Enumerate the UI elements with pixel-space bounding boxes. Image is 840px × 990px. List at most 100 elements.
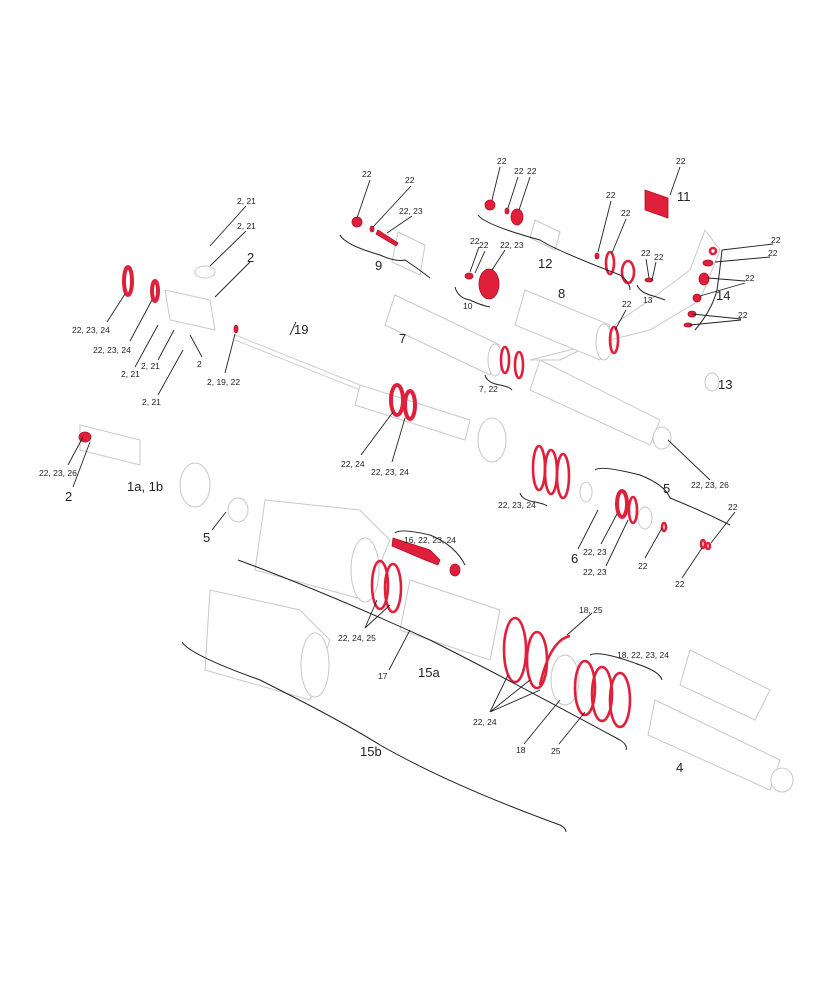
piston-5 <box>637 506 653 530</box>
seal-18a <box>573 659 597 717</box>
part-callout-label: 4 <box>676 760 683 775</box>
bracket-5 <box>594 467 731 526</box>
part-14c <box>692 293 702 303</box>
part-callout-label: 22, 24 <box>473 717 497 727</box>
nut-13 <box>704 372 720 392</box>
part-callout-label: 17 <box>378 671 388 681</box>
cap-12 <box>510 208 524 226</box>
bracket-13 <box>636 284 666 301</box>
part-callout-label: 2, 21 <box>141 361 160 371</box>
tube-8-end <box>595 323 613 361</box>
part-callout-label: 2, 21 <box>237 196 256 206</box>
bracket-15b <box>181 641 567 833</box>
cap-11 <box>644 189 669 219</box>
part-callout-label: 22 <box>728 502 738 512</box>
red-parts <box>78 189 718 729</box>
oring-5c <box>660 521 668 533</box>
part-callout-label: 16, 22, 23, 24 <box>404 535 456 545</box>
seal-22-24-25a <box>370 559 390 611</box>
part-callout-label: 22, 24 <box>341 459 365 469</box>
part-callout-label: 22, 23 <box>583 567 607 577</box>
seal-7b <box>513 350 525 380</box>
part-callout-label: 18, 25 <box>579 605 603 615</box>
bracket-7-22 <box>484 374 513 391</box>
oring-12a <box>504 207 510 215</box>
part-callout-label: 25 <box>551 746 561 756</box>
part-callout-label: 15b <box>360 744 382 759</box>
part-callout-label: 22, 23, 24 <box>498 500 536 510</box>
part-callout-label: 22, 23 <box>500 240 524 250</box>
part-callout-label: 2 <box>197 359 202 369</box>
clip-14 <box>708 246 718 256</box>
part-callout-label: 13 <box>643 295 653 305</box>
shock-4-lower <box>647 699 781 791</box>
inner-tube-17 <box>399 579 501 661</box>
damper-cap <box>179 462 211 508</box>
part-callout-label: 22 <box>621 208 631 218</box>
part-callout-label: 2 <box>247 250 254 265</box>
part-callout-label: 7, 22 <box>479 384 498 394</box>
part-callout-label: 2, 19, 22 <box>207 377 240 387</box>
part-callout-label: 22 <box>768 248 778 258</box>
nut-part <box>194 265 216 279</box>
base-valve <box>227 497 249 523</box>
part-callout-label: 15a <box>418 665 440 680</box>
seal-2a <box>122 265 134 297</box>
ring-18-25 <box>538 634 571 686</box>
part-callout-label: 6 <box>571 551 578 566</box>
part-callout-label: 22, 23, 26 <box>691 480 729 490</box>
bracket-15a <box>237 559 627 751</box>
part-14b <box>698 272 710 286</box>
seal-stack-a <box>531 444 547 492</box>
part-callout-label: 8 <box>558 286 565 301</box>
seal-22-24-25b <box>383 562 403 614</box>
valve-disc <box>579 481 593 503</box>
seal-7a <box>499 345 511 375</box>
part-10a <box>464 272 474 280</box>
sleeve-mouth <box>300 632 330 698</box>
group-brackets <box>181 214 731 833</box>
knob-12 <box>484 199 496 211</box>
bracket-10 <box>454 286 491 308</box>
part-callout-label: 22 <box>638 561 648 571</box>
part-callout-label: 19 <box>294 322 308 337</box>
tube-7 <box>384 294 501 376</box>
part-callout-label: 9 <box>375 258 382 273</box>
part-callout-label: 7 <box>399 331 406 346</box>
shaft-19 <box>234 334 361 386</box>
seal-2b <box>150 279 160 303</box>
part-callout-label: 2, 21 <box>121 369 140 379</box>
leader <box>67 166 774 745</box>
part-callout-label: 2 <box>65 489 72 504</box>
part-callout-label: 22 <box>514 166 524 176</box>
part-callout-label: 18, 22, 23, 24 <box>617 650 669 660</box>
eyelet-head <box>164 289 216 331</box>
seal-15a-b <box>525 630 549 690</box>
part-callout-label: 22 <box>738 310 748 320</box>
piston-10 <box>478 268 500 300</box>
part-callout-label: 5 <box>663 481 670 496</box>
oring-12c <box>604 250 616 276</box>
seal-stack-b <box>543 448 559 496</box>
tube-8 <box>514 289 611 361</box>
part-callout-label: 22 <box>641 248 651 258</box>
valve-12 <box>529 219 561 251</box>
part-callout-label: 22 <box>479 240 489 250</box>
seal-5b <box>627 495 639 525</box>
piston-9 <box>391 231 426 276</box>
part-callout-label: 22, 23, 24 <box>72 325 110 335</box>
oring-5e <box>704 541 712 551</box>
seal-18c <box>608 671 632 729</box>
part-callout-label: 22 <box>654 252 664 262</box>
seal-5a <box>615 489 629 519</box>
part-callout-label: 22, 24, 25 <box>338 633 376 643</box>
part-callout-label: 22, 23 <box>583 547 607 557</box>
oring-9a <box>369 225 375 233</box>
oring-12b <box>594 252 600 260</box>
eyelet <box>652 426 672 450</box>
part-callout-label: 22 <box>470 236 480 246</box>
seal-stack-c <box>555 452 571 500</box>
